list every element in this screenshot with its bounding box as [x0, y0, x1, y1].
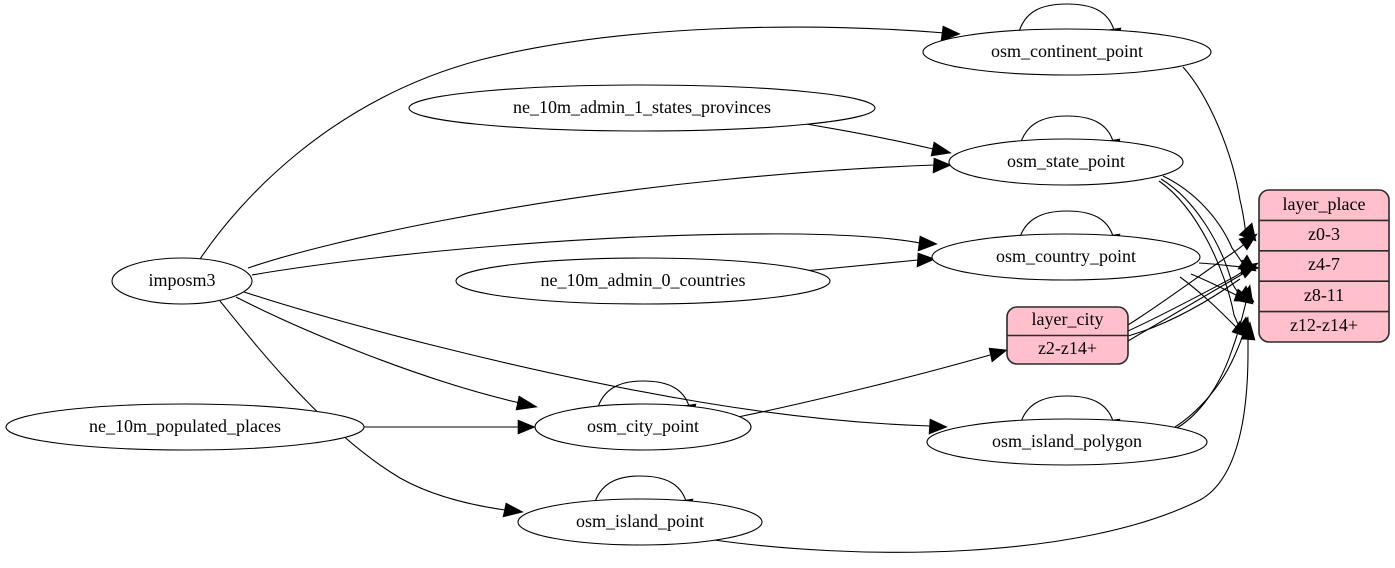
node-imposm3-label: imposm3	[148, 270, 215, 290]
node-osm-island-point[interactable]: osm_island_point	[517, 498, 763, 546]
node-ne-populated-label: ne_10m_populated_places	[89, 416, 281, 436]
edge-osm-island-polygon-to-layer-place-z8-11	[1176, 284, 1254, 429]
edge-ne-states-to-osm-state-point	[805, 123, 952, 157]
node-osm-continent-point-label: osm_continent_point	[991, 41, 1143, 61]
node-osm-city-point-label: osm_city_point	[587, 416, 699, 436]
node-osm-city-point[interactable]: osm_city_point	[534, 403, 752, 451]
node-osm-island-polygon-label: osm_island_polygon	[992, 431, 1142, 451]
edge-ne-countries-to-osm-country-point	[803, 252, 936, 272]
node-ne-10m-admin-0-countries[interactable]: ne_10m_admin_0_countries	[455, 257, 831, 305]
edge-layer-city-to-layer-place-z4-7	[1127, 262, 1259, 332]
node-osm-state-point[interactable]: osm_state_point	[948, 138, 1184, 186]
edge-layer-city-bundle-extra	[1127, 271, 1247, 342]
edge-imposm3-to-osm-country-point	[251, 233, 938, 276]
edge-imposm3-to-osm-island-polygon	[243, 291, 948, 435]
layer-city-title: layer_city	[1032, 309, 1104, 329]
node-ne-countries-label: ne_10m_admin_0_countries	[541, 270, 746, 290]
edge-layer-city-to-layer-place-z0-3	[1127, 233, 1258, 326]
layer-place-row-z4-7[interactable]: z4-7	[1308, 254, 1340, 274]
node-osm-island-polygon[interactable]: osm_island_polygon	[926, 418, 1208, 466]
node-osm-country-point-label: osm_country_point	[996, 246, 1136, 266]
edge-imposm3-to-osm-island-point	[219, 300, 524, 518]
edge-imposm3-to-osm-continent-point	[199, 25, 961, 260]
record-node-layer: layer_place z0-3 z4-7 z8-11 z12-z14+ lay…	[1006, 189, 1390, 365]
edge-imposm3-to-osm-city-point	[235, 296, 538, 411]
edge-osm-island-polygon-to-layer-place-z12-z14	[1174, 316, 1251, 428]
edge-imposm3-to-osm-state-point	[247, 157, 952, 269]
layer-place-row-z0-3[interactable]: z0-3	[1308, 224, 1340, 244]
node-osm-state-point-label: osm_state_point	[1007, 151, 1125, 171]
node-ne-10m-admin-1-states-provinces[interactable]: ne_10m_admin_1_states_provinces	[408, 84, 876, 132]
node-osm-continent-point[interactable]: osm_continent_point	[922, 28, 1212, 76]
node-osm-island-point-label: osm_island_point	[576, 511, 704, 531]
edge-osm-island-point-to-layer-place-z12-z14	[699, 321, 1256, 553]
node-ne-10m-populated-places[interactable]: ne_10m_populated_places	[5, 403, 365, 451]
node-layer-city[interactable]: layer_city z2-z14+	[1006, 306, 1129, 365]
layer-place-row-z8-11[interactable]: z8-11	[1304, 285, 1344, 305]
layer-city-row-z2-z14plus[interactable]: z2-z14+	[1038, 338, 1097, 358]
edge-osm-continent-point-to-layer-place-z0-3	[1182, 66, 1257, 242]
edge-osm-city-point-to-layer-city-z2-z14	[737, 347, 1008, 418]
node-layer-place[interactable]: layer_place z0-3 z4-7 z8-11 z12-z14+	[1258, 189, 1390, 343]
node-imposm3[interactable]: imposm3	[111, 257, 253, 305]
node-osm-country-point[interactable]: osm_country_point	[931, 233, 1201, 281]
edge-ne-populated-to-osm-city-point	[364, 419, 536, 435]
layer-place-row-z12-z14plus[interactable]: z12-z14+	[1290, 315, 1358, 335]
node-layer: imposm3 ne_10m_admin_1_states_provinces …	[5, 28, 1212, 546]
node-ne-states-label: ne_10m_admin_1_states_provinces	[513, 97, 771, 117]
layer-place-title: layer_place	[1283, 194, 1366, 214]
